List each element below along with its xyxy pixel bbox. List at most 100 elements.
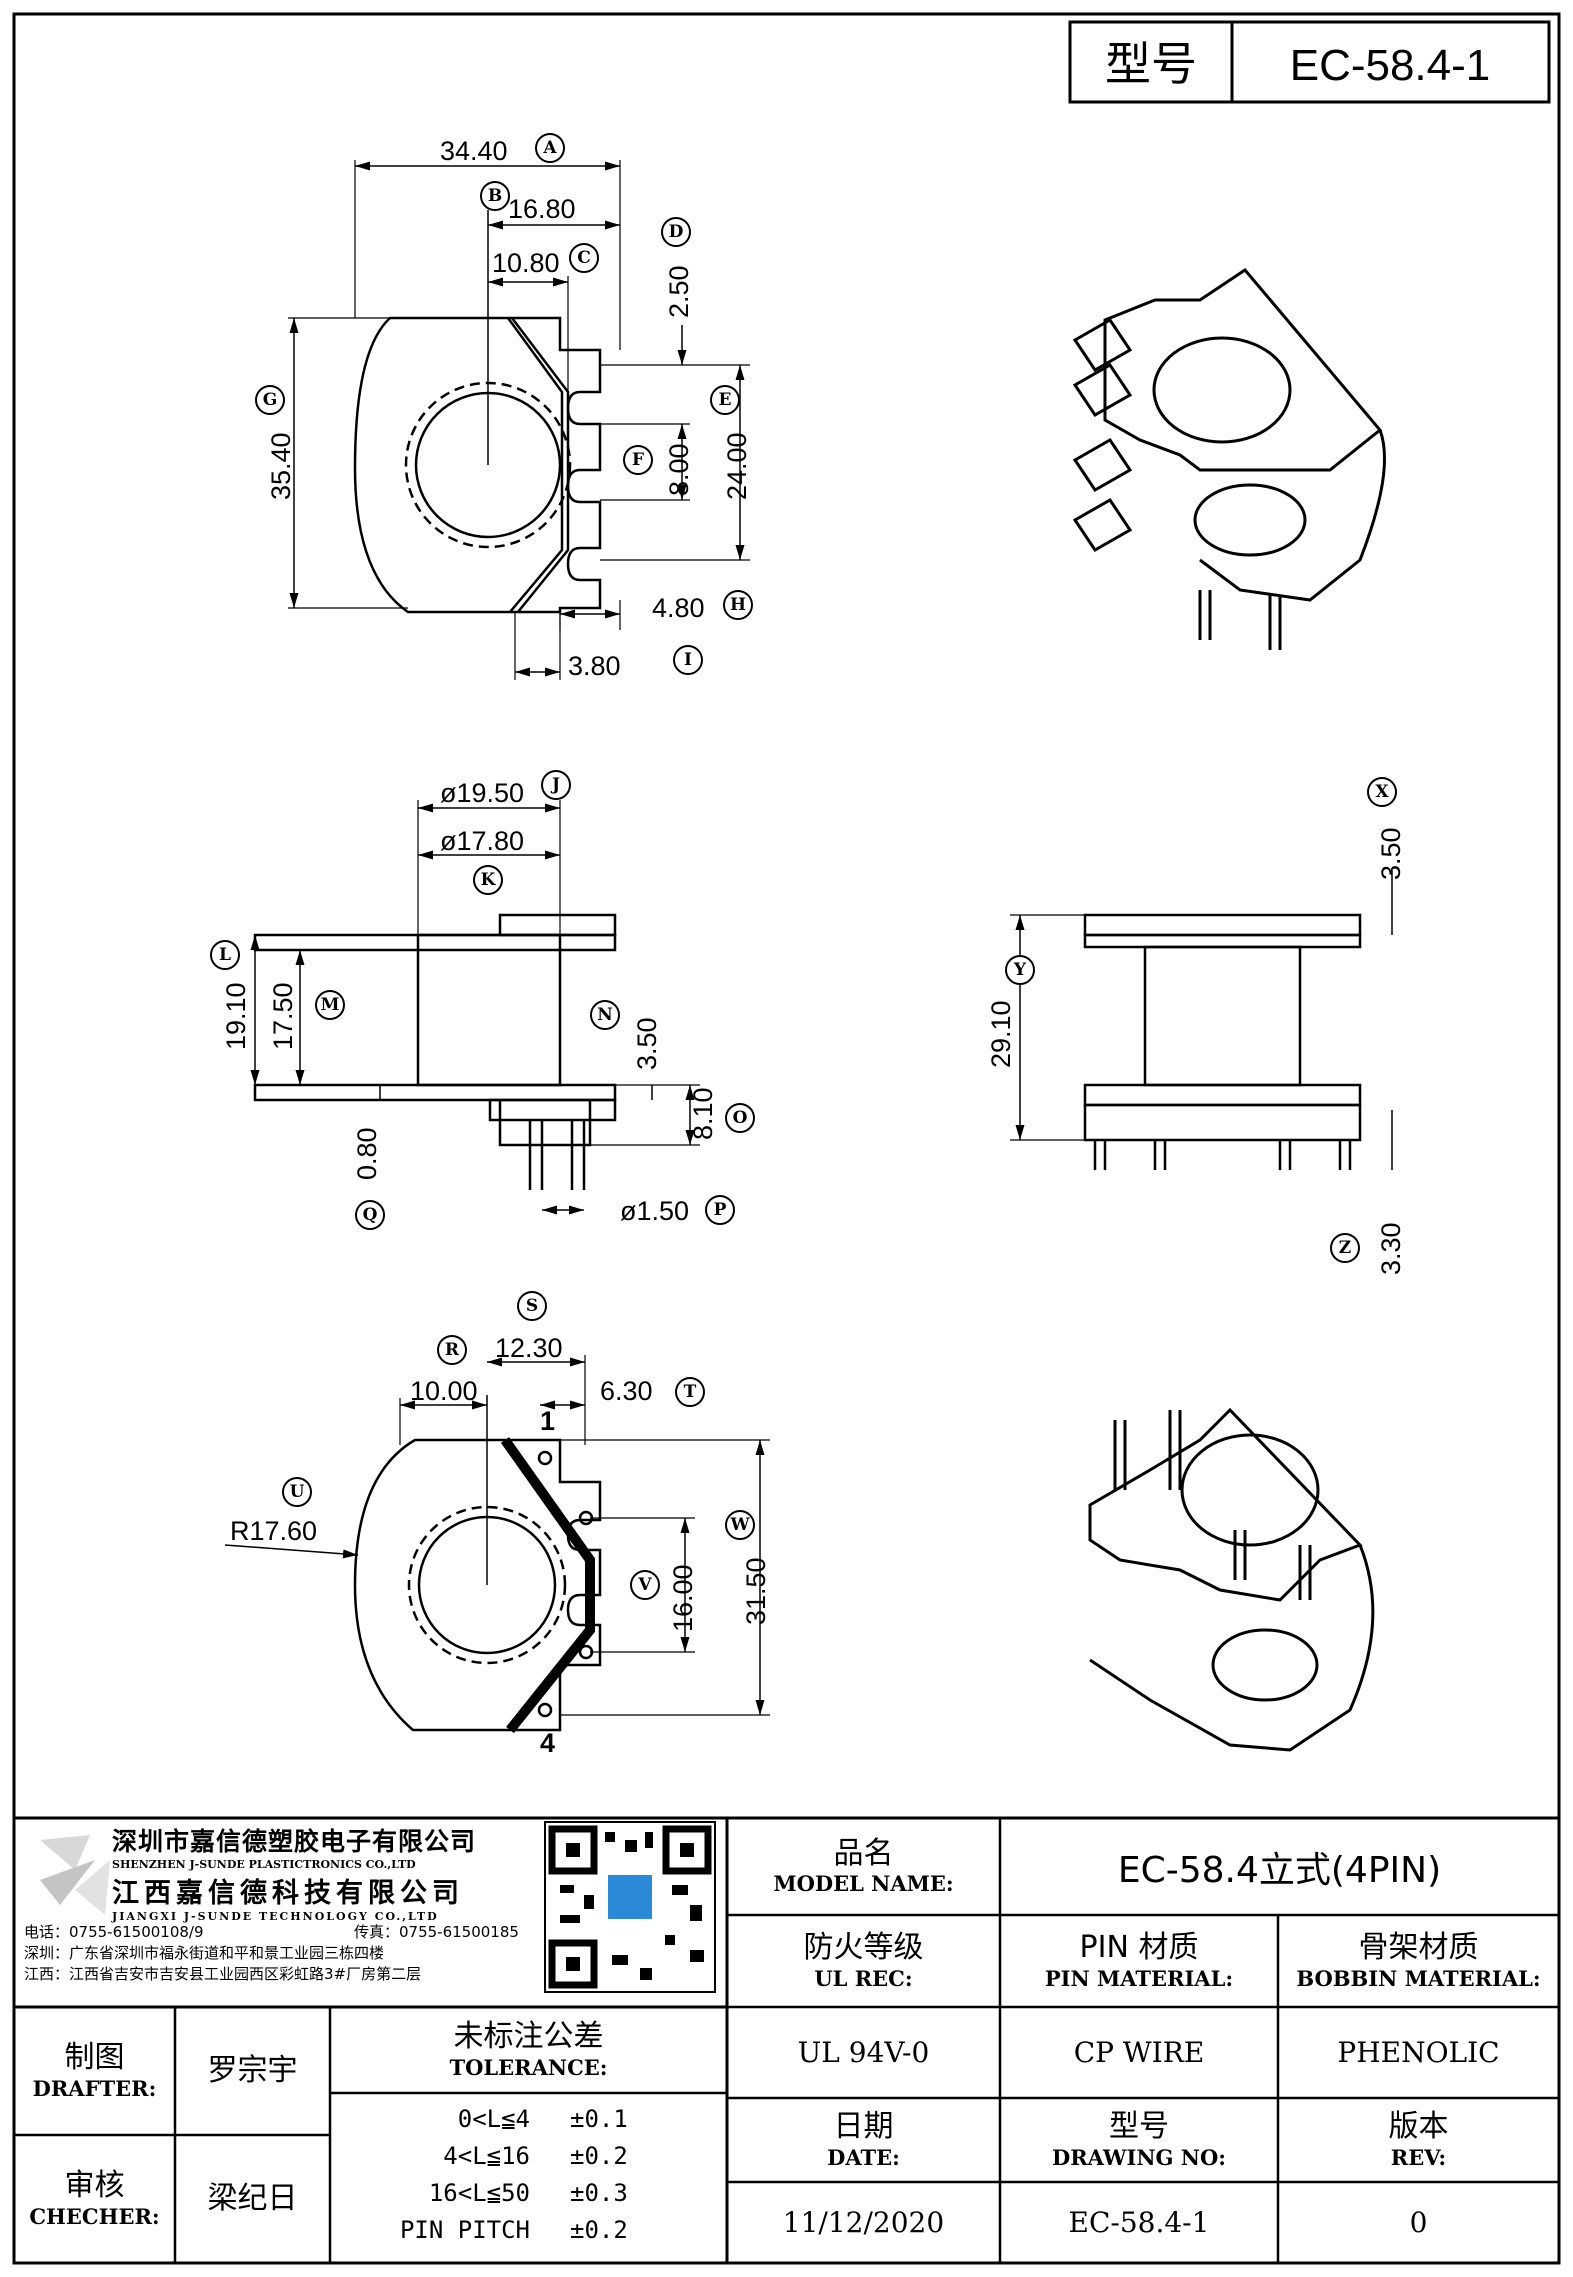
dim-y-badge: Y (1005, 955, 1035, 985)
dim-e-badge: E (710, 385, 740, 415)
dim-r-value: 10.00 (410, 1376, 478, 1406)
company-name-cn: 深圳市嘉信德塑胶电子有限公司 (112, 1827, 477, 1856)
company-logo (40, 1835, 110, 1915)
pin-material-value: CP WIRE (1073, 2036, 1205, 2069)
dim-z-badge: Z (1330, 1233, 1360, 1263)
dim-h-badge: H (723, 590, 753, 620)
title-label: 型号 (1105, 38, 1197, 90)
dim-x-value: 3.50 (1376, 827, 1406, 880)
dim-k-badge: K (473, 865, 503, 895)
title-model-number: EC-58.4-1 (1290, 41, 1491, 90)
dim-j-badge: J (541, 770, 571, 800)
contact-block: 电话：0755-61500108/9 传真：0755-61500185 深圳：广… (24, 1922, 544, 1985)
iso-view-top (1072, 268, 1386, 650)
dim-c-badge: C (569, 243, 599, 273)
dim-g-value: 35.40 (266, 432, 296, 500)
tolerance-rows: 0<L≦4 ±0.1 4<L≦16 ±0.2 16<L≦50 ±0.3 PIN … (330, 2100, 727, 2248)
dim-l-badge: L (210, 940, 240, 970)
dim-f-value: 8.00 (664, 443, 694, 496)
dim-d-value: 2.50 (664, 265, 694, 318)
top-view (288, 160, 750, 680)
dim-m-badge: M (315, 990, 345, 1020)
dim-t-value: 6.30 (600, 1376, 653, 1406)
dim-o-value: 8.10 (688, 1087, 718, 1140)
checker-header: 审核 CHECHER: (29, 2168, 160, 2229)
dim-p-badge: P (705, 1195, 735, 1225)
qr-code (544, 1821, 716, 1993)
company-name-en: SHENZHEN J-SUNDE PLASTICTRONICS CO.,LTD (112, 1858, 416, 1871)
drawing-no-header: 型号 DRAWING NO: (1052, 2109, 1226, 2170)
front-view (1010, 870, 1393, 1170)
dim-j-value: ø19.50 (440, 778, 524, 808)
dim-c-value: 10.80 (492, 248, 560, 278)
dim-o-badge: O (725, 1103, 755, 1133)
dim-s-value: 12.30 (495, 1333, 563, 1363)
dim-v-badge: V (630, 1570, 660, 1600)
tolerance-row: PIN PITCH ±0.2 (399, 2215, 628, 2244)
dim-l-value: 19.10 (221, 982, 251, 1050)
pin-view-labels: 10.00 12.30 6.30 R17.60 16.00 31.50 1 4 (230, 1333, 771, 1758)
dim-i-badge: I (673, 645, 703, 675)
date-value: 11/12/2020 (782, 2206, 945, 2239)
dim-x-badge: X (1367, 777, 1397, 807)
dim-g-badge: G (255, 385, 285, 415)
info-table-grid (14, 1816, 1559, 2263)
side-view-labels: ø19.50 ø17.80 19.10 17.50 3.50 8.10 ø1.5… (221, 778, 718, 1226)
company-block: 深圳市嘉信德塑胶电子有限公司 SHENZHEN J-SUNDE PLASTICT… (112, 1822, 542, 1923)
pin-view (224, 1355, 770, 1734)
dim-w-value: 31.50 (741, 1557, 771, 1625)
dim-n-badge: N (590, 1000, 620, 1030)
iso-view-bottom (1088, 1407, 1375, 1752)
dim-s-badge: S (517, 1291, 547, 1321)
dim-v-value: 16.00 (668, 1564, 698, 1632)
date-header: 日期 DATE: (827, 2109, 900, 2170)
title-block: 型号 EC-58.4-1 (1068, 20, 1551, 104)
rev-header: 版本 REV: (1388, 2109, 1449, 2170)
side-view (250, 800, 700, 1215)
dim-n-value: 3.50 (632, 1017, 662, 1070)
rev-value: 0 (1409, 2206, 1428, 2239)
top-view-labels: 34.40 16.80 10.80 35.40 2.50 24.00 8.00 … (266, 136, 752, 681)
dim-r-badge: R (437, 1335, 467, 1365)
dim-f-badge: F (623, 445, 653, 475)
company2-name-cn: 江西嘉信德科技有限公司 (112, 1878, 464, 1909)
dim-a-value: 34.40 (440, 136, 508, 166)
fax-text: 传真：0755-61500185 (354, 1923, 519, 1941)
dim-d-badge: D (661, 217, 691, 247)
drafter-value: 罗宗宇 (207, 2052, 298, 2088)
bobbin-material-header: 骨架材质 BOBBIN MATERIAL: (1296, 1930, 1541, 1991)
model-name-header: 品名 MODEL NAME: (773, 1835, 954, 1897)
dim-h-value: 4.80 (652, 593, 705, 623)
address-shenzhen: 深圳：广东省深圳市福永街道和平和景工业园三栋四楼 (24, 1944, 385, 1962)
tolerance-row: 16<L≦50 ±0.3 (428, 2178, 628, 2207)
dim-p-value: ø1.50 (620, 1196, 689, 1226)
tolerance-row: 4<L≦16 ±0.2 (443, 2141, 628, 2170)
dim-z-value: 3.30 (1376, 1222, 1406, 1275)
dim-b-badge: B (480, 181, 510, 211)
pin-material-header: PIN 材质 PIN MATERIAL: (1044, 1930, 1234, 1991)
dim-u-badge: U (282, 1477, 312, 1507)
pin-4-label: 4 (540, 1728, 555, 1758)
dim-a-badge: A (535, 133, 565, 163)
dim-w-badge: W (725, 1510, 755, 1540)
dim-m-value: 17.50 (268, 982, 298, 1050)
dim-b-value: 16.80 (508, 194, 576, 224)
ul-rec-value: UL 94V-0 (797, 2036, 930, 2069)
company2-name-en: JIANGXI J-SUNDE TECHNOLOGY CO.,LTD (112, 1910, 439, 1923)
drafter-header: 制图 DRAFTER: (32, 2040, 157, 2101)
front-view-labels: 3.50 29.10 3.30 (986, 827, 1406, 1275)
model-name-value: EC-58.4立式(4PIN) (1117, 1849, 1442, 1891)
dim-t-badge: T (675, 1377, 705, 1407)
drawing-no-value: EC-58.4-1 (1068, 2206, 1210, 2239)
dim-k-value: ø17.80 (440, 826, 524, 856)
sheet-border (12, 12, 1561, 2265)
dim-q-value: 0.80 (352, 1127, 382, 1180)
dim-y-value: 29.10 (986, 1000, 1016, 1068)
dim-i-value: 3.80 (568, 651, 621, 681)
tolerance-row: 0<L≦4 ±0.1 (457, 2104, 628, 2133)
dim-q-badge: Q (355, 1200, 385, 1230)
checker-value: 梁纪日 (207, 2180, 298, 2216)
tolerance-header: 未标注公差 TOLERANCE: (449, 2019, 608, 2080)
dim-u-value: R17.60 (230, 1516, 317, 1546)
